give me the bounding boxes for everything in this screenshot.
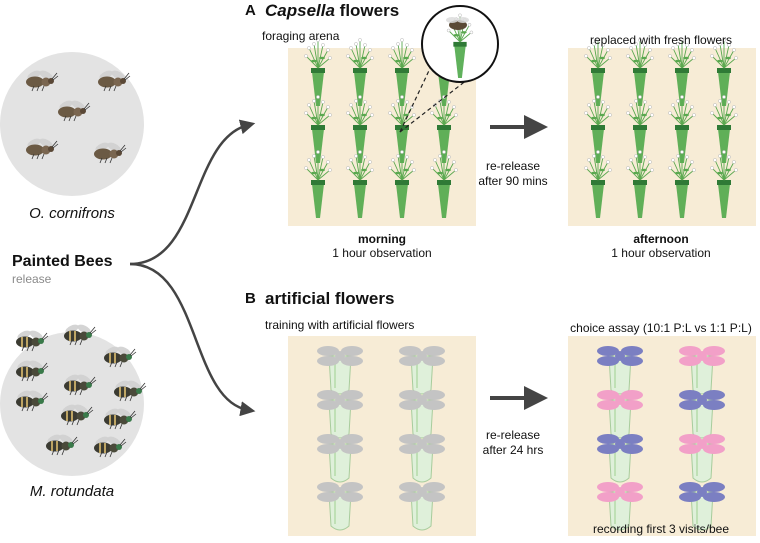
bee-bottom-0 (16, 330, 49, 352)
plant-r0-c1 (346, 38, 374, 106)
choice-flower-r3-c0 (597, 482, 643, 531)
choice-flower-r3-c1 (679, 482, 725, 531)
bee-bottom-9 (46, 434, 79, 456)
species-top-label: O. cornifrons (29, 205, 115, 222)
panel-b-title: artificial flowers (265, 289, 395, 308)
morning-sublabel: 1 hour observation (332, 246, 432, 260)
zoom-bee-icon (446, 17, 469, 30)
bee-top-1 (98, 70, 131, 92)
bee-bottom-7 (61, 404, 94, 426)
training-flower-r1-c0 (317, 390, 363, 439)
top-bee-group (26, 70, 131, 164)
morning-plants (304, 38, 458, 218)
plant-r0-c2 (388, 38, 416, 106)
choice-flower-r2-c0 (597, 434, 643, 483)
zoom-plant (446, 13, 474, 78)
panel-b-letter: B (245, 290, 256, 307)
plant-r2-c3 (710, 150, 738, 218)
panel-a-letter: A (245, 2, 256, 19)
plant-r2-c2 (668, 150, 696, 218)
bees-subtitle: release (12, 272, 52, 286)
afternoon-sublabel: 1 hour observation (611, 246, 711, 260)
bee-top-0 (26, 70, 59, 92)
plant-r2-c0 (304, 150, 332, 218)
plant-r0-c1 (626, 38, 654, 106)
training-flower-r0-c0 (317, 346, 363, 395)
training-flower-r3-c1 (399, 482, 445, 531)
morning-label: morning (358, 232, 406, 246)
afternoon-plants (584, 38, 738, 218)
arena-label: foraging arena (262, 29, 340, 43)
panel-a-title-italic: Capsella (265, 1, 335, 20)
panel-a-title-rest: flowers (334, 1, 400, 20)
choice-flowers (597, 346, 725, 531)
bee-bottom-5 (114, 380, 147, 402)
zoom-line-right (399, 61, 491, 133)
training-flower-r3-c0 (317, 482, 363, 531)
training-flower-r2-c1 (399, 434, 445, 483)
top-bee-circle (0, 52, 144, 196)
plant-r0-c0 (584, 38, 612, 106)
plant-r2-c3 (430, 150, 458, 218)
rerelease-b-line2: after 24 hrs (482, 443, 544, 457)
choice-flower-r1-c1 (679, 390, 725, 439)
bee-bottom-4 (64, 374, 97, 396)
recording-label: recording first 3 visits/bee (592, 522, 730, 536)
plant-r0-c3 (710, 38, 738, 106)
plant-r0-c2 (668, 38, 696, 106)
fresh-label: replaced with fresh flowers (589, 33, 733, 47)
bee-bottom-2 (104, 346, 137, 368)
plant-r0-c0 (304, 38, 332, 106)
plant-r2-c1 (346, 150, 374, 218)
release-arrow-to-b (129, 262, 256, 417)
plant-r2-c1 (626, 150, 654, 218)
training-flower-r0-c1 (399, 346, 445, 395)
training-flowers (317, 346, 445, 531)
bee-bottom-3 (16, 360, 49, 382)
choice-arena (568, 336, 756, 536)
bee-bottom-1 (64, 324, 97, 346)
afternoon-label: afternoon (633, 232, 689, 246)
bottom-bee-group (16, 324, 147, 458)
zoom-line-left (399, 59, 435, 133)
rerelease-b-line1: re-release (485, 428, 541, 442)
choice-flower-r0-c0 (597, 346, 643, 395)
choice-label: choice assay (10:1 P:L vs 1:1 P:L) (570, 321, 752, 335)
training-arena (288, 336, 476, 536)
choice-flower-r2-c1 (679, 434, 725, 483)
release-arrow-to-a (129, 119, 256, 266)
bee-bottom-8 (104, 408, 137, 430)
panel-a-title: Capsella flowers (265, 1, 399, 21)
bee-bottom-10 (94, 436, 127, 458)
rerelease-a-line2: after 90 mins (478, 174, 548, 188)
choice-flower-r1-c0 (597, 390, 643, 439)
bee-top-4 (94, 142, 127, 164)
plant-r2-c2 (388, 150, 416, 218)
training-label: training with artificial flowers (265, 318, 415, 332)
bees-title: Painted Bees (12, 253, 113, 270)
plant-r1-c0 (304, 95, 332, 163)
bee-bottom-6 (16, 390, 49, 412)
choice-flower-r0-c1 (679, 346, 725, 395)
bee-top-3 (26, 138, 59, 160)
training-flower-r2-c0 (317, 434, 363, 483)
plant-r2-c0 (584, 150, 612, 218)
species-bottom-label: M. rotundata (29, 483, 115, 500)
training-flower-r1-c1 (399, 390, 445, 439)
rerelease-a-line1: re-release (485, 159, 541, 173)
bee-top-2 (58, 100, 91, 122)
